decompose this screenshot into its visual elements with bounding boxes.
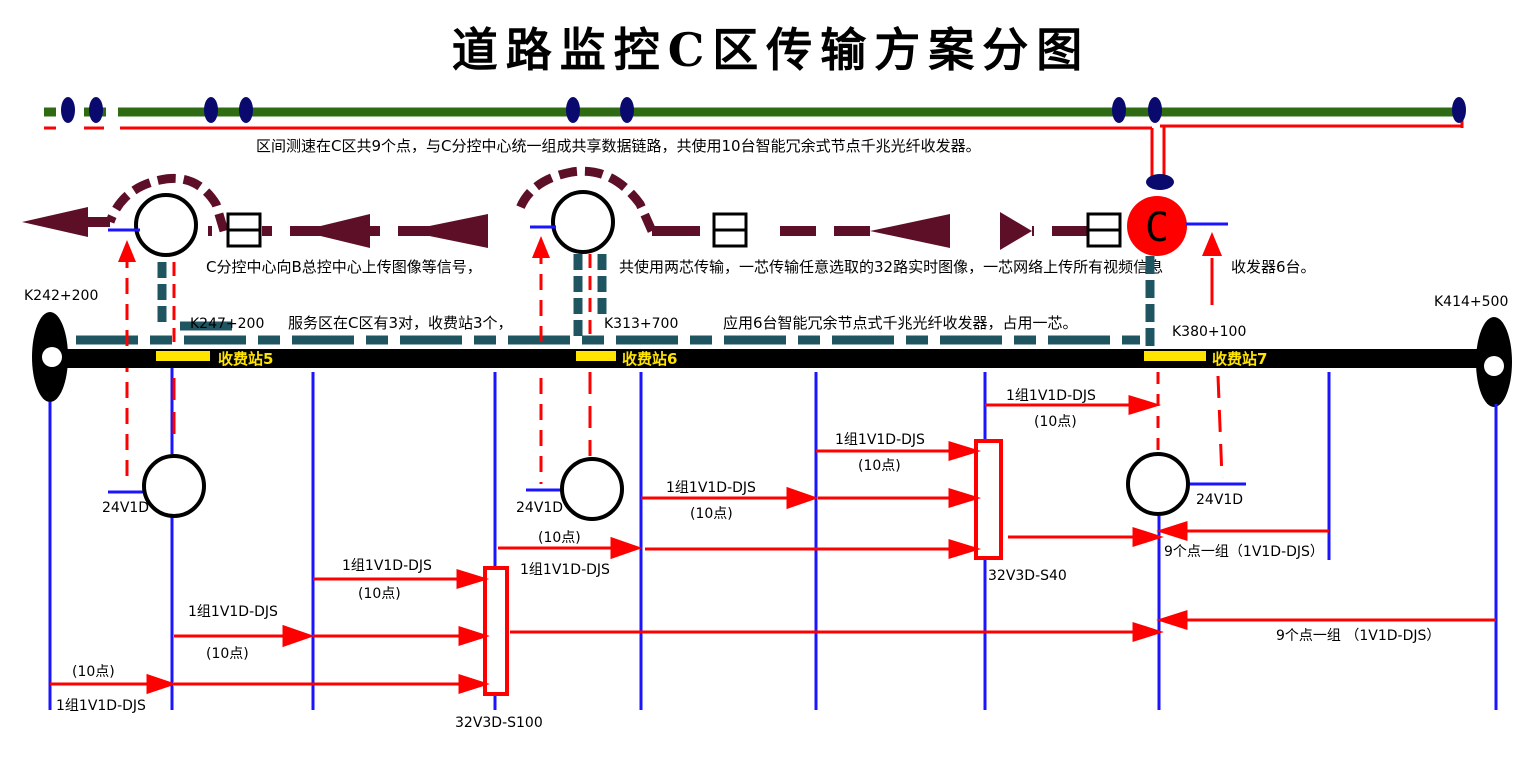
service-area-note: 服务区在C区有3对，收费站3个， — [288, 314, 513, 332]
speed-node — [1148, 97, 1162, 123]
arrow-head — [405, 214, 488, 248]
node-circle — [551, 190, 615, 254]
milestone-k313: K313+700 — [604, 316, 678, 332]
transceiver-count-note: 收发器6台。 — [1231, 258, 1316, 276]
nine-point-group-b: 9个点一组 （1V1D-DJS） — [1276, 628, 1440, 644]
mux-s40-label: 32V3D-S40 — [988, 568, 1067, 584]
mux-s100 — [483, 566, 509, 696]
group-label: 1组1V1D-DJS — [342, 558, 432, 574]
signal-arrows — [50, 394, 1496, 695]
toll-station-7-marker — [1144, 351, 1206, 361]
arrow-head — [300, 214, 370, 248]
speed-node — [239, 97, 253, 123]
red-drops — [172, 372, 1224, 479]
center-top-node — [1146, 174, 1174, 190]
speed-node — [1112, 97, 1126, 123]
mux-s40 — [974, 439, 1003, 560]
upload-link — [22, 166, 1088, 250]
speed-node — [204, 97, 218, 123]
group-label: 1组1V1D-DJS — [1006, 388, 1096, 404]
arrow-head — [22, 207, 88, 237]
group-count: (10点) — [858, 458, 901, 474]
mux-s100-label: 32V3D-S100 — [455, 715, 543, 731]
highway — [32, 312, 1512, 407]
c-control-center: C — [1127, 196, 1187, 256]
speed-section-trunk — [44, 107, 1464, 178]
diagram-title: 道路监控C区传输方案分图 — [452, 23, 1091, 77]
group-count: (10点) — [358, 586, 401, 602]
node-circle — [560, 457, 624, 521]
group-label: 1组1V1D-DJS — [56, 698, 146, 714]
equipment-24v1d-a: 24V1D — [102, 500, 149, 516]
toll-station-5-marker — [156, 351, 210, 361]
speed-section-note: 区间测速在C区共9个点，与C分控中心统一组成共享数据链路，共使用10台智能冗余式… — [256, 137, 981, 155]
c-center-label: C — [1145, 205, 1169, 251]
node-circle — [134, 193, 198, 257]
toll-station-7: 收费站7 — [1212, 350, 1267, 368]
group-count: (10点) — [72, 664, 115, 680]
milestone-k414: K414+500 — [1434, 294, 1508, 310]
group-label: 1组1V1D-DJS — [666, 480, 756, 496]
speed-node — [566, 97, 580, 123]
speed-node — [89, 97, 103, 123]
node-circle — [1126, 452, 1190, 516]
upload-note-a: C分控中心向B总控中心上传图像等信号， — [206, 258, 482, 276]
speed-node — [61, 97, 75, 123]
toll-station-5: 收费站5 — [218, 350, 273, 368]
group-label: 1组1V1D-DJS — [520, 562, 610, 578]
milestone-k247: K247+200 — [190, 316, 264, 332]
speed-point-nodes — [61, 97, 1466, 190]
arrow-head — [1000, 212, 1032, 250]
blue-drops — [48, 368, 1498, 710]
toll-station-6: 收费站6 — [622, 350, 677, 368]
repeater-boxes — [226, 212, 1122, 248]
toll-station-6-marker — [576, 351, 616, 361]
nine-point-group-a: 9个点一组（1V1D-DJS） — [1164, 544, 1324, 560]
node-circle — [142, 454, 206, 518]
equipment-24v1d-b: 24V1D — [516, 500, 563, 516]
arrow-head — [870, 214, 950, 248]
group-label: 1组1V1D-DJS — [835, 432, 925, 448]
speed-node — [620, 97, 634, 123]
teal-fiber — [76, 254, 1155, 346]
transceivers-note: 应用6台智能冗余节点式千兆光纤收发器，占用一芯。 — [723, 314, 1078, 332]
milestone-k242: K242+200 — [24, 288, 98, 304]
milestone-k380: K380+100 — [1172, 324, 1246, 340]
group-label: 1组1V1D-DJS — [188, 604, 278, 620]
speed-node — [1452, 97, 1466, 123]
upload-note-b: 共使用两芯传输，一芯传输任意选取的32路实时图像，一芯网络上传所有视频信息 — [619, 258, 1163, 276]
group-count: (10点) — [538, 530, 581, 546]
group-count: (10点) — [690, 506, 733, 522]
group-count: (10点) — [1034, 414, 1077, 430]
equipment-24v1d-c: 24V1D — [1196, 492, 1243, 508]
group-count: (10点) — [206, 646, 249, 662]
